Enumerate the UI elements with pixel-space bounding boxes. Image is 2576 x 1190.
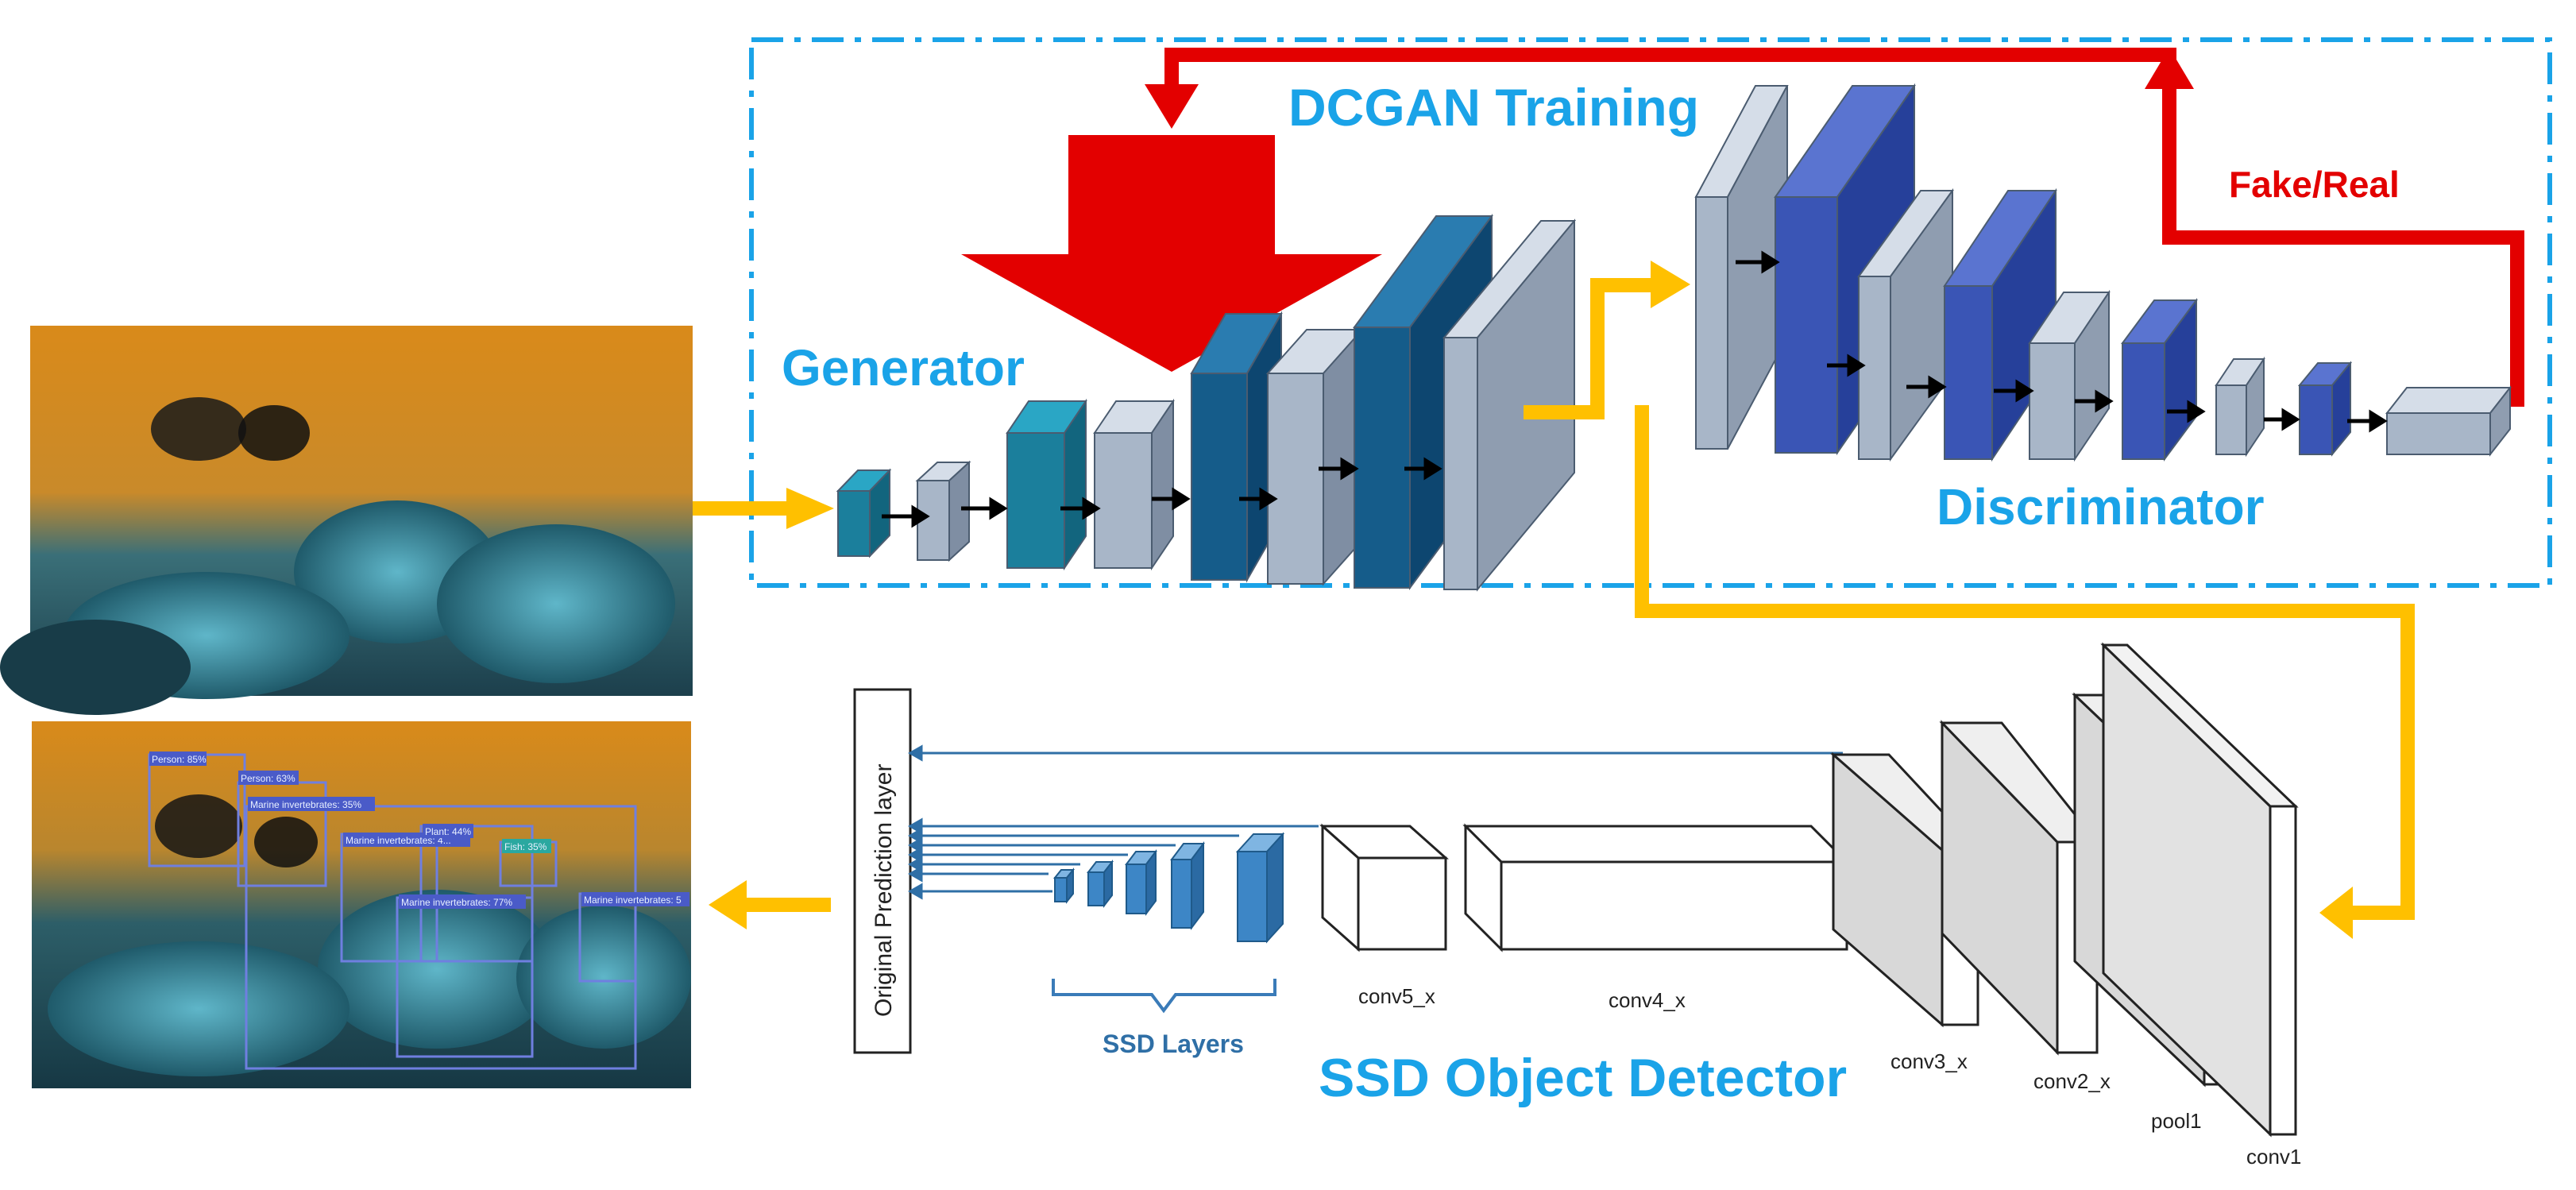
noise-input-arrow: [961, 135, 1382, 372]
dcgan-training-region: [749, 37, 2552, 588]
input-underwater-image: [0, 326, 693, 715]
prediction-layer-label: Original Prediction layer: [871, 764, 897, 1017]
flow-arrows: [693, 261, 2415, 939]
detection-label: Marine invertebrates: 35%: [250, 799, 361, 810]
detection-label: Fish: 35%: [504, 841, 547, 852]
ssd-detector: Original Prediction layer: [853, 642, 2301, 1169]
discriminator-network: [1694, 83, 2512, 462]
conv2-label: conv2_x: [2033, 1069, 2111, 1093]
dcgan-training-title: DCGAN Training: [1288, 78, 1699, 137]
detection-label: Person: 85%: [152, 754, 207, 765]
output-detection-image: Person: 85% Person: 63% Marine invertebr…: [32, 721, 691, 1088]
ssd-layers-label: SSD Layers: [1103, 1030, 1244, 1058]
generator-arrows: [882, 457, 1442, 528]
pool1-label: pool1: [2151, 1109, 2202, 1133]
detection-label: Marine invertebrates: 5: [584, 894, 682, 906]
detection-label: Plant: 44%: [425, 826, 471, 837]
discriminator-arrows: [1736, 250, 2388, 433]
generator-label: Generator: [782, 339, 1025, 396]
conv4-label: conv4_x: [1609, 988, 1686, 1012]
fake-real-label: Fake/Real: [2229, 164, 2400, 205]
detection-label: Person: 63%: [241, 773, 295, 784]
conv5-label: conv5_x: [1358, 984, 1435, 1008]
conv1-label: conv1: [2246, 1145, 2301, 1169]
ssd-object-detector-title: SSD Object Detector: [1319, 1048, 1847, 1108]
detection-label: Marine invertebrates: 77%: [401, 897, 512, 908]
discriminator-label: Discriminator: [1937, 478, 2265, 535]
conv3-label: conv3_x: [1890, 1049, 1968, 1073]
prediction-layer-box: [853, 688, 912, 1054]
feedback-arrow: [1145, 48, 2524, 407]
